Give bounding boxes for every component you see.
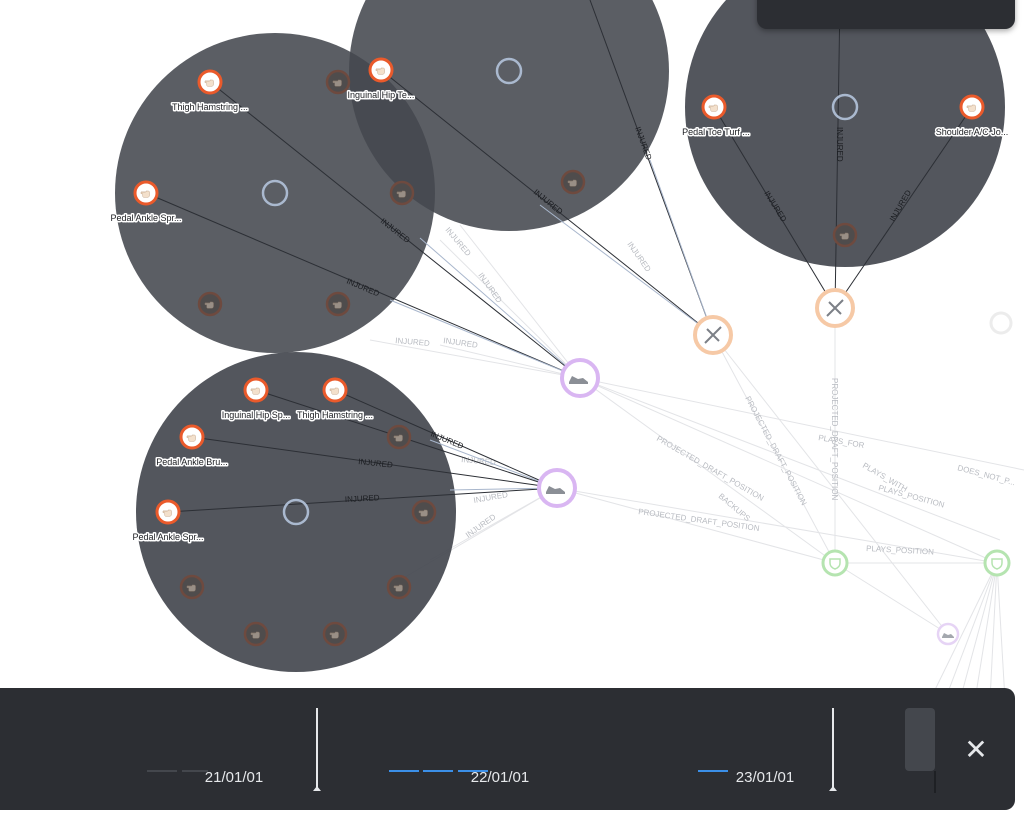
shoe-icon <box>546 486 565 494</box>
injury-node-faded[interactable] <box>389 180 415 206</box>
timeline-bar <box>458 770 488 772</box>
timeline-bar <box>147 770 177 772</box>
svg-text:Pedal Ankle Spr...: Pedal Ankle Spr... <box>132 532 203 542</box>
injury-node-faded[interactable] <box>386 574 412 600</box>
team-node-1[interactable] <box>693 315 733 355</box>
injury-node-thigh-hamstring-lower[interactable] <box>322 377 348 403</box>
injury-node-pedal-ankle-sprain-lower[interactable] <box>155 499 181 525</box>
hub-node-bottom[interactable] <box>282 498 310 526</box>
injury-node-faded[interactable] <box>325 291 351 317</box>
svg-text:Pedal Ankle Bru...: Pedal Ankle Bru... <box>156 457 228 467</box>
svg-text:INJURED: INJURED <box>358 457 394 470</box>
timeline-bar <box>182 770 208 772</box>
injury-node-faded[interactable] <box>832 222 858 248</box>
tools-icon <box>826 299 844 317</box>
injury-node-faded[interactable] <box>322 621 348 647</box>
player-node-1[interactable] <box>560 358 600 398</box>
hub-node-left[interactable] <box>261 179 289 207</box>
injury-node-pedal-ankle-sprain[interactable] <box>133 180 159 206</box>
timeline-bar <box>698 770 728 772</box>
injury-node-pedal-ankle-bruise[interactable] <box>179 424 205 450</box>
injury-node-faded[interactable] <box>325 69 351 95</box>
svg-text:INJURED: INJURED <box>461 455 497 467</box>
top-panel <box>757 0 1015 29</box>
shoe-icon <box>569 376 588 384</box>
svg-text:Thigh Hamstring ...: Thigh Hamstring ... <box>172 102 248 112</box>
position-node-2[interactable] <box>983 549 1011 577</box>
svg-text:INJURED: INJURED <box>395 336 431 348</box>
position-node-1[interactable] <box>821 549 849 577</box>
shield-icon <box>829 558 841 570</box>
team-node-2[interactable] <box>815 288 855 328</box>
timeline-range-end-handle[interactable] <box>829 708 837 791</box>
timeline-panel: 21/01/01 22/01/01 23/01/01 ✕ <box>0 688 1015 810</box>
injury-node-faded[interactable] <box>179 574 205 600</box>
svg-text:Shoulder A/C Jo...: Shoulder A/C Jo... <box>936 127 1009 137</box>
cluster-bottom[interactable] <box>136 352 456 672</box>
svg-text:Pedal Ankle Spr...: Pedal Ankle Spr... <box>110 213 181 223</box>
svg-text:PLAYS_POSITION: PLAYS_POSITION <box>866 544 934 557</box>
hub-node-top[interactable] <box>495 57 523 85</box>
timeline-bar <box>389 770 419 772</box>
svg-text:INJURED: INJURED <box>443 336 479 350</box>
svg-text:Inguinal Hip Te...: Inguinal Hip Te... <box>348 90 415 100</box>
svg-text:Thigh Hamstring ...: Thigh Hamstring ... <box>297 410 373 420</box>
player-node-3[interactable] <box>936 622 960 646</box>
close-icon[interactable]: ✕ <box>964 734 988 765</box>
player-node-2[interactable] <box>537 468 577 508</box>
hub-nodes <box>261 57 859 526</box>
svg-text:INJURED: INJURED <box>443 226 472 259</box>
timeline-date: 23/01/01 <box>735 769 795 786</box>
svg-text:PROJECTED_DRAFT_POSITION: PROJECTED_DRAFT_POSITION <box>655 434 766 503</box>
injury-node-shoulder[interactable] <box>959 94 985 120</box>
cluster-group <box>115 0 1005 672</box>
injury-node-inguinal-hip-top[interactable] <box>368 57 394 83</box>
svg-text:Pedal Toe Turf ...: Pedal Toe Turf ... <box>682 127 750 137</box>
active-injury-nodes <box>133 57 985 525</box>
cluster-top[interactable] <box>349 0 669 231</box>
timeline-date: 22/01/01 <box>470 769 530 786</box>
shield-icon <box>991 558 1003 570</box>
background-edge-labels: INJURED INJURED INJURED INJURED INJURED … <box>395 226 1016 557</box>
cluster-right[interactable] <box>685 0 1005 267</box>
svg-text:PROJECTED_DRAFT_POSITION: PROJECTED_DRAFT_POSITION <box>830 378 839 500</box>
timeline-scroll-handle[interactable] <box>905 708 935 771</box>
tools-icon <box>704 326 722 344</box>
svg-text:INJURED: INJURED <box>345 493 380 504</box>
node-labels: Thigh Hamstring ... Inguinal Hip Te... P… <box>109 89 1010 544</box>
timeline-bar <box>423 770 453 772</box>
injury-node-faded[interactable] <box>560 169 586 195</box>
timeline-date: 21/01/01 <box>204 769 264 786</box>
faded-injury-nodes <box>179 69 858 647</box>
injury-node-faded[interactable] <box>411 499 437 525</box>
timeline-scroll-tick <box>934 771 936 793</box>
injury-node-faded[interactable] <box>386 424 412 450</box>
shoe-icon <box>942 633 954 638</box>
svg-text:Inguinal Hip Sp...: Inguinal Hip Sp... <box>222 410 291 420</box>
hub-node-right[interactable] <box>831 93 859 121</box>
injury-node-thigh-hamstring[interactable] <box>197 69 223 95</box>
team-node-3[interactable] <box>989 311 1013 335</box>
injury-node-faded[interactable] <box>243 621 269 647</box>
injury-node-inguinal-hip-lower[interactable] <box>243 377 269 403</box>
timeline-range-start-handle[interactable] <box>313 708 321 791</box>
injury-node-pedal-toe-turf[interactable] <box>701 94 727 120</box>
svg-text:INJURED: INJURED <box>835 127 844 162</box>
injury-node-faded[interactable] <box>197 291 223 317</box>
